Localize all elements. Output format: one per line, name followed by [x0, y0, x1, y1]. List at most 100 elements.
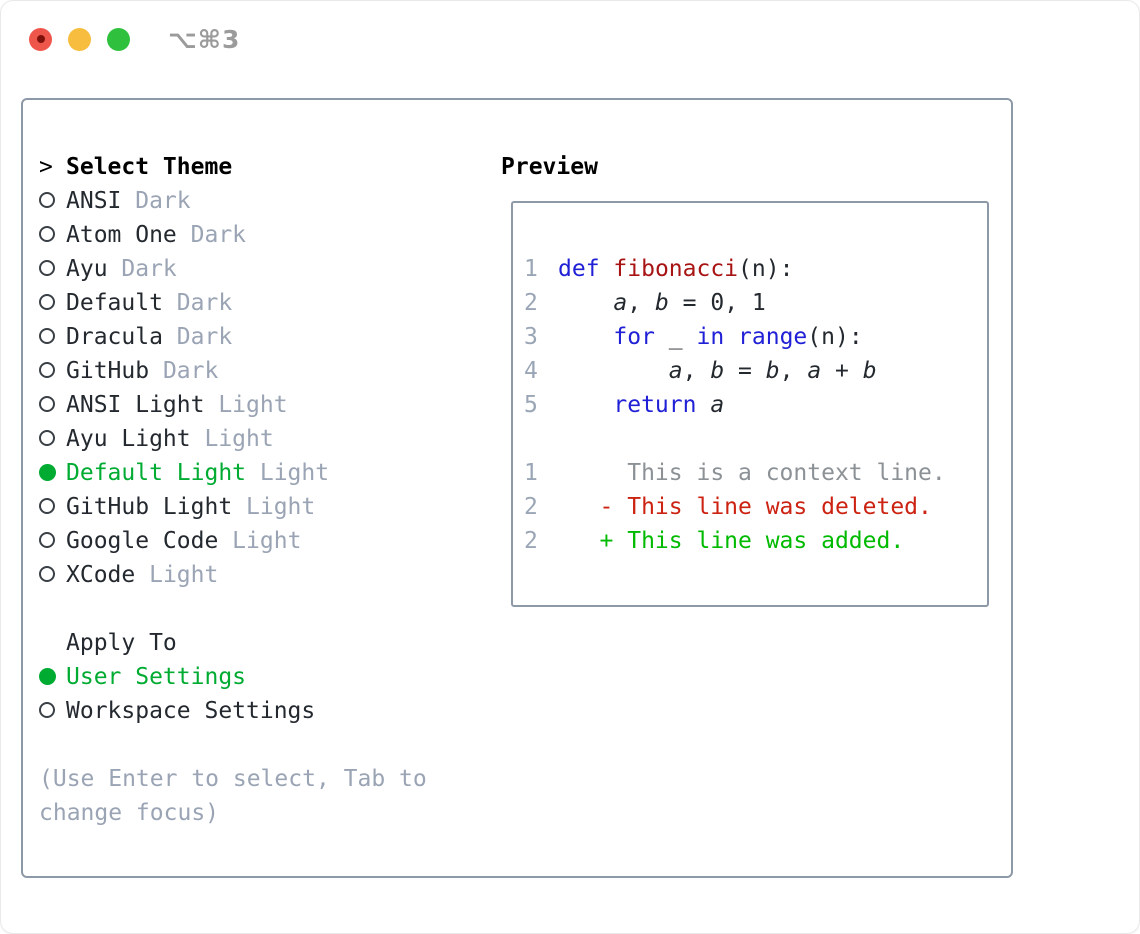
- theme-option-atom-one[interactable]: Atom One Dark: [39, 218, 427, 252]
- cursor-icon: >: [39, 154, 53, 180]
- variant-tag: Light: [246, 460, 330, 486]
- variant-tag: Dark: [162, 290, 233, 316]
- option-label: Default: [66, 290, 163, 316]
- radio-selected-icon: [39, 464, 56, 481]
- variant-tag: Light: [232, 494, 316, 520]
- radio-unselected-icon: [39, 532, 55, 548]
- theme-option-dracula[interactable]: Dracula Dark: [39, 320, 427, 354]
- close-button[interactable]: [29, 27, 52, 51]
- radio-prefix: [39, 320, 66, 354]
- code-content: + This line was added.: [558, 528, 905, 554]
- code-line-7: 1 This is a context line.: [524, 456, 987, 490]
- line-number: 2: [524, 528, 538, 554]
- apply-to-title: Apply To: [66, 630, 177, 656]
- line-number: 2: [524, 494, 538, 520]
- theme-option-default[interactable]: Default Dark: [39, 286, 427, 320]
- theme-option-ayu[interactable]: Ayu Dark: [39, 252, 427, 286]
- select-theme-header: > Select Theme: [39, 150, 427, 184]
- line-number: 1: [524, 256, 538, 282]
- theme-option-google-code[interactable]: Google Code Light: [39, 524, 427, 558]
- theme-option-default-light[interactable]: Default Light Light: [39, 456, 427, 490]
- code-line-8: 2 - This line was deleted.: [524, 490, 987, 524]
- line-number: 5: [524, 392, 538, 418]
- variant-tag: Dark: [149, 358, 219, 384]
- variant-tag: Light: [218, 528, 302, 554]
- variant-tag: Dark: [107, 256, 177, 282]
- option-label: Ayu Light: [66, 426, 191, 452]
- variant-tag: Dark: [176, 222, 247, 248]
- radio-unselected-icon: [39, 702, 55, 718]
- radio-unselected-icon: [39, 430, 55, 446]
- theme-option-ansi[interactable]: ANSI Dark: [39, 184, 427, 218]
- select-theme-title: Select Theme: [66, 154, 233, 180]
- preview-column: Preview: [501, 150, 598, 184]
- code-line-2: 2 a, b = 0, 1: [524, 286, 987, 320]
- spacer: [39, 592, 427, 626]
- option-label: ANSI: [66, 188, 122, 214]
- theme-option-github-light[interactable]: GitHub Light Light: [39, 490, 427, 524]
- option-label: Atom One: [66, 222, 177, 248]
- radio-prefix: [39, 252, 66, 286]
- line-number: 4: [524, 358, 538, 384]
- option-label: GitHub Light: [66, 494, 233, 520]
- radio-unselected-icon: [39, 498, 55, 514]
- radio-prefix: [39, 218, 66, 252]
- radio-unselected-icon: [39, 362, 55, 378]
- option-label: User Settings: [66, 664, 247, 690]
- code-line-6: [524, 422, 987, 456]
- radio-unselected-icon: [39, 192, 55, 208]
- option-label: Workspace Settings: [66, 698, 316, 724]
- window-shortcut-label: ⌥⌘3: [168, 24, 241, 54]
- radio-unselected-icon: [39, 328, 55, 344]
- spacer: [39, 728, 427, 762]
- code-content: a, b = 0, 1: [613, 290, 766, 316]
- variant-tag: Light: [190, 426, 274, 452]
- option-label: XCode: [66, 562, 136, 588]
- radio-prefix: [39, 286, 66, 320]
- code-line-4: 4 a, b = b, a + b: [524, 354, 987, 388]
- theme-option-xcode[interactable]: XCode Light: [39, 558, 427, 592]
- code-line-9: 2 + This line was added.: [524, 524, 987, 558]
- theme-option-github[interactable]: GitHub Dark: [39, 354, 427, 388]
- variant-tag: Light: [204, 392, 288, 418]
- line-number: 3: [524, 324, 538, 350]
- option-label: Ayu: [66, 256, 108, 282]
- radio-prefix: [39, 388, 66, 422]
- variant-tag: Dark: [162, 324, 233, 350]
- minimize-button[interactable]: [68, 27, 91, 51]
- code-content: return a: [613, 392, 725, 418]
- radio-unselected-icon: [39, 396, 55, 412]
- apply-to-header: Apply To: [39, 626, 427, 660]
- help-text-line-2: change focus): [39, 800, 220, 826]
- option-label: Google Code: [66, 528, 219, 554]
- apply-option-user-settings[interactable]: User Settings: [39, 660, 427, 694]
- preview-title: Preview: [501, 154, 598, 180]
- radio-prefix: [39, 558, 66, 592]
- zoom-button[interactable]: [107, 27, 130, 51]
- radio-prefix: [39, 184, 66, 218]
- variant-tag: Light: [135, 562, 219, 588]
- unsaved-dot-icon: [36, 35, 45, 43]
- option-label: ANSI Light: [66, 392, 205, 418]
- radio-unselected-icon: [39, 260, 55, 276]
- radio-prefix: [39, 490, 66, 524]
- line-number: 1: [524, 460, 538, 486]
- code-line-3: 3 for _ in range(n):: [524, 320, 987, 354]
- theme-option-ansi-light[interactable]: ANSI Light Light: [39, 388, 427, 422]
- radio-prefix: [39, 524, 66, 558]
- window-titlebar: ⌥⌘3: [29, 24, 241, 54]
- line-number: 2: [524, 290, 538, 316]
- radio-selected-icon: [39, 668, 56, 685]
- theme-option-ayu-light[interactable]: Ayu Light Light: [39, 422, 427, 456]
- code-line-5: 5 return a: [524, 388, 987, 422]
- option-label: GitHub: [66, 358, 150, 384]
- radio-prefix: [39, 354, 66, 388]
- code-content: a, b = b, a + b: [668, 358, 877, 384]
- option-label: Default Light: [66, 460, 247, 486]
- apply-option-workspace-settings[interactable]: Workspace Settings: [39, 694, 427, 728]
